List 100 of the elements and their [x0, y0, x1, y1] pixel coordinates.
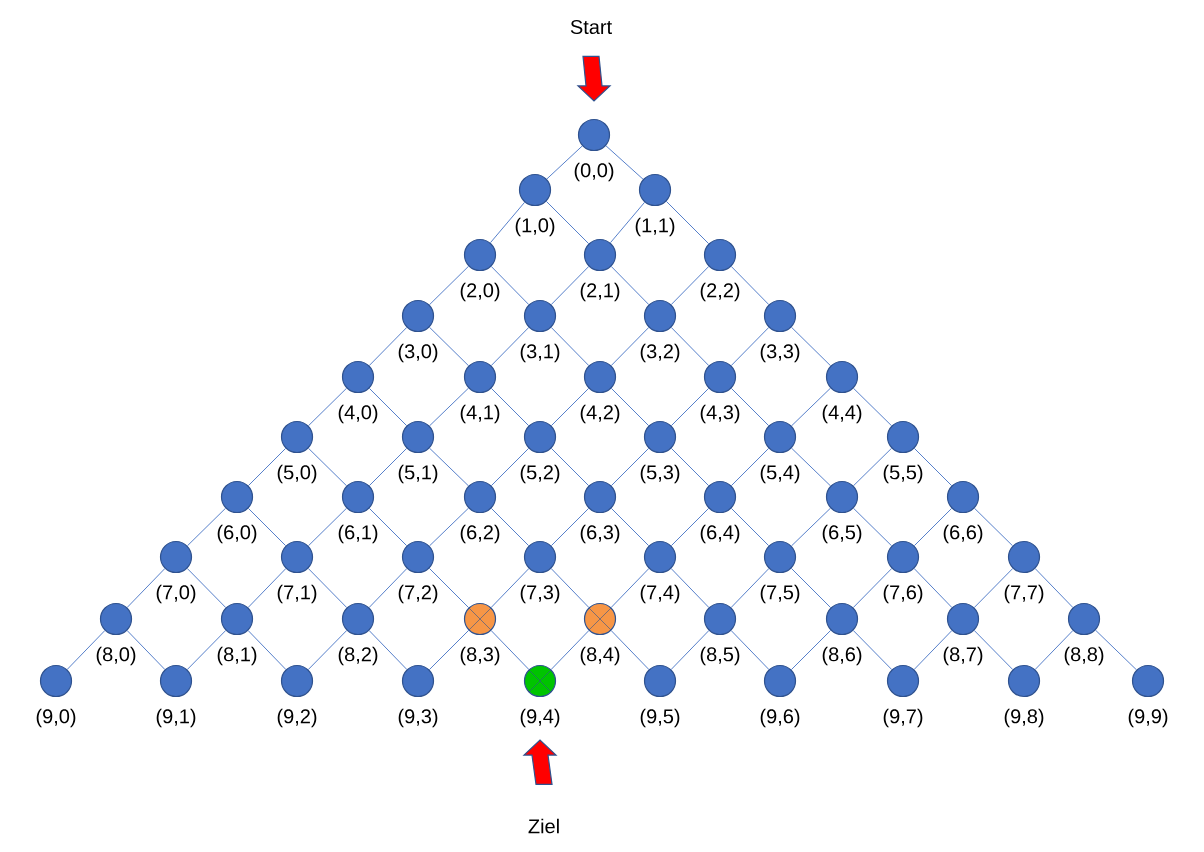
connector-line	[610, 387, 650, 427]
connector-line	[670, 327, 710, 366]
coordinate-label: (9,8)	[1004, 708, 1044, 728]
connector-line	[791, 447, 831, 487]
coordinate-label: (6,2)	[460, 524, 500, 544]
coordinate-label: (5,3)	[640, 464, 680, 484]
coordinate-label: (3,3)	[760, 343, 800, 363]
connector-line	[368, 327, 408, 366]
coordinate-label: (5,0)	[277, 464, 317, 484]
connector-line	[428, 629, 470, 671]
coordinate-label: (4,2)	[580, 404, 620, 424]
coordinate-label: (7,2)	[398, 584, 438, 604]
connector-line	[429, 326, 469, 367]
connector-line	[853, 507, 892, 547]
connector-line	[247, 568, 287, 608]
connector-line	[490, 266, 530, 305]
connector-line	[730, 568, 770, 608]
coordinate-label: (7,5)	[760, 584, 800, 604]
coordinate-label: (8,7)	[943, 646, 983, 666]
connector-line	[550, 327, 590, 366]
coordinate-label: (3,1)	[520, 343, 560, 363]
connector-line	[187, 507, 226, 547]
connector-line	[610, 630, 650, 670]
connector-line	[609, 201, 646, 244]
coordinate-label: (8,1)	[217, 646, 257, 666]
connector-line	[308, 387, 347, 427]
connector-line	[186, 568, 227, 608]
connector-line	[429, 507, 469, 547]
connector-line	[670, 266, 710, 305]
coordinate-label: (9,6)	[760, 708, 800, 728]
connector-line	[730, 630, 770, 670]
coordinate-label: (7,7)	[1004, 584, 1044, 604]
coordinate-label: (3,2)	[640, 343, 680, 363]
connector-line	[546, 145, 583, 180]
connector-line	[368, 630, 408, 670]
connector-line	[550, 387, 590, 427]
coordinate-label: (6,4)	[700, 524, 740, 544]
coordinate-label: (4,4)	[822, 404, 862, 424]
connector-line	[428, 567, 470, 609]
connector-line	[913, 568, 953, 608]
coordinate-label: (5,2)	[520, 464, 560, 484]
coordinate-label: (1,1)	[635, 217, 675, 237]
connector-line	[853, 447, 892, 487]
coordinate-label: (8,4)	[580, 646, 620, 666]
coordinate-label: (6,3)	[580, 524, 620, 544]
coordinate-label: (7,4)	[640, 584, 680, 604]
coordinate-label: (7,6)	[883, 584, 923, 604]
connector-line	[610, 507, 650, 547]
connector-line	[545, 200, 590, 245]
connector-line	[1034, 568, 1074, 608]
coordinate-label: (8,6)	[822, 646, 862, 666]
connector-line	[610, 327, 650, 366]
coordinate-label: (0,0)	[574, 162, 614, 182]
coordinate-label: (9,5)	[640, 708, 680, 728]
coordinate-label: (4,0)	[338, 404, 378, 424]
connector-line	[308, 447, 347, 487]
connector-line	[610, 266, 650, 305]
connector-line	[490, 447, 530, 487]
coordinate-label: (9,2)	[277, 708, 317, 728]
connector-line	[247, 630, 287, 670]
coordinate-label: (3,0)	[398, 343, 438, 363]
connector-line	[368, 387, 408, 427]
connector-line	[550, 568, 590, 608]
connector-line	[791, 507, 831, 547]
connector-line	[1034, 630, 1074, 670]
coordinate-label: (7,1)	[277, 584, 317, 604]
connector-line	[610, 447, 650, 487]
coordinate-label: (5,5)	[883, 464, 923, 484]
block-arrow	[576, 55, 612, 102]
connector-line	[126, 630, 166, 670]
connector-line	[730, 447, 770, 487]
connector-line	[489, 201, 526, 244]
connector-line	[670, 387, 710, 427]
connector-line	[247, 447, 287, 487]
connector-line	[730, 266, 770, 305]
connector-line	[610, 568, 650, 608]
connector-line	[490, 387, 530, 427]
connector-line	[790, 629, 832, 671]
connector-line	[490, 507, 530, 547]
connector-line	[490, 327, 530, 366]
connector-line	[429, 387, 469, 427]
coordinate-label: (6,1)	[338, 524, 378, 544]
connector-line	[368, 507, 408, 547]
coordinate-label: (2,1)	[580, 282, 620, 302]
connector-line	[368, 568, 408, 608]
coordinate-label: (9,3)	[398, 708, 438, 728]
coordinate-label: (9,1)	[156, 708, 196, 728]
connector-line	[247, 507, 287, 547]
connector-line	[730, 507, 770, 547]
connector-line	[308, 507, 347, 547]
connector-line	[670, 507, 710, 547]
connector-line	[973, 568, 1014, 608]
coordinate-label: (5,4)	[760, 464, 800, 484]
coordinate-label: (7,3)	[520, 584, 560, 604]
coordinate-label: (2,2)	[700, 282, 740, 302]
coordinate-label: (6,5)	[822, 524, 862, 544]
connector-line	[730, 387, 770, 427]
coordinate-label: (6,0)	[217, 524, 257, 544]
text-label: Ziel	[528, 818, 559, 834]
coordinate-label: (9,4)	[520, 708, 560, 728]
